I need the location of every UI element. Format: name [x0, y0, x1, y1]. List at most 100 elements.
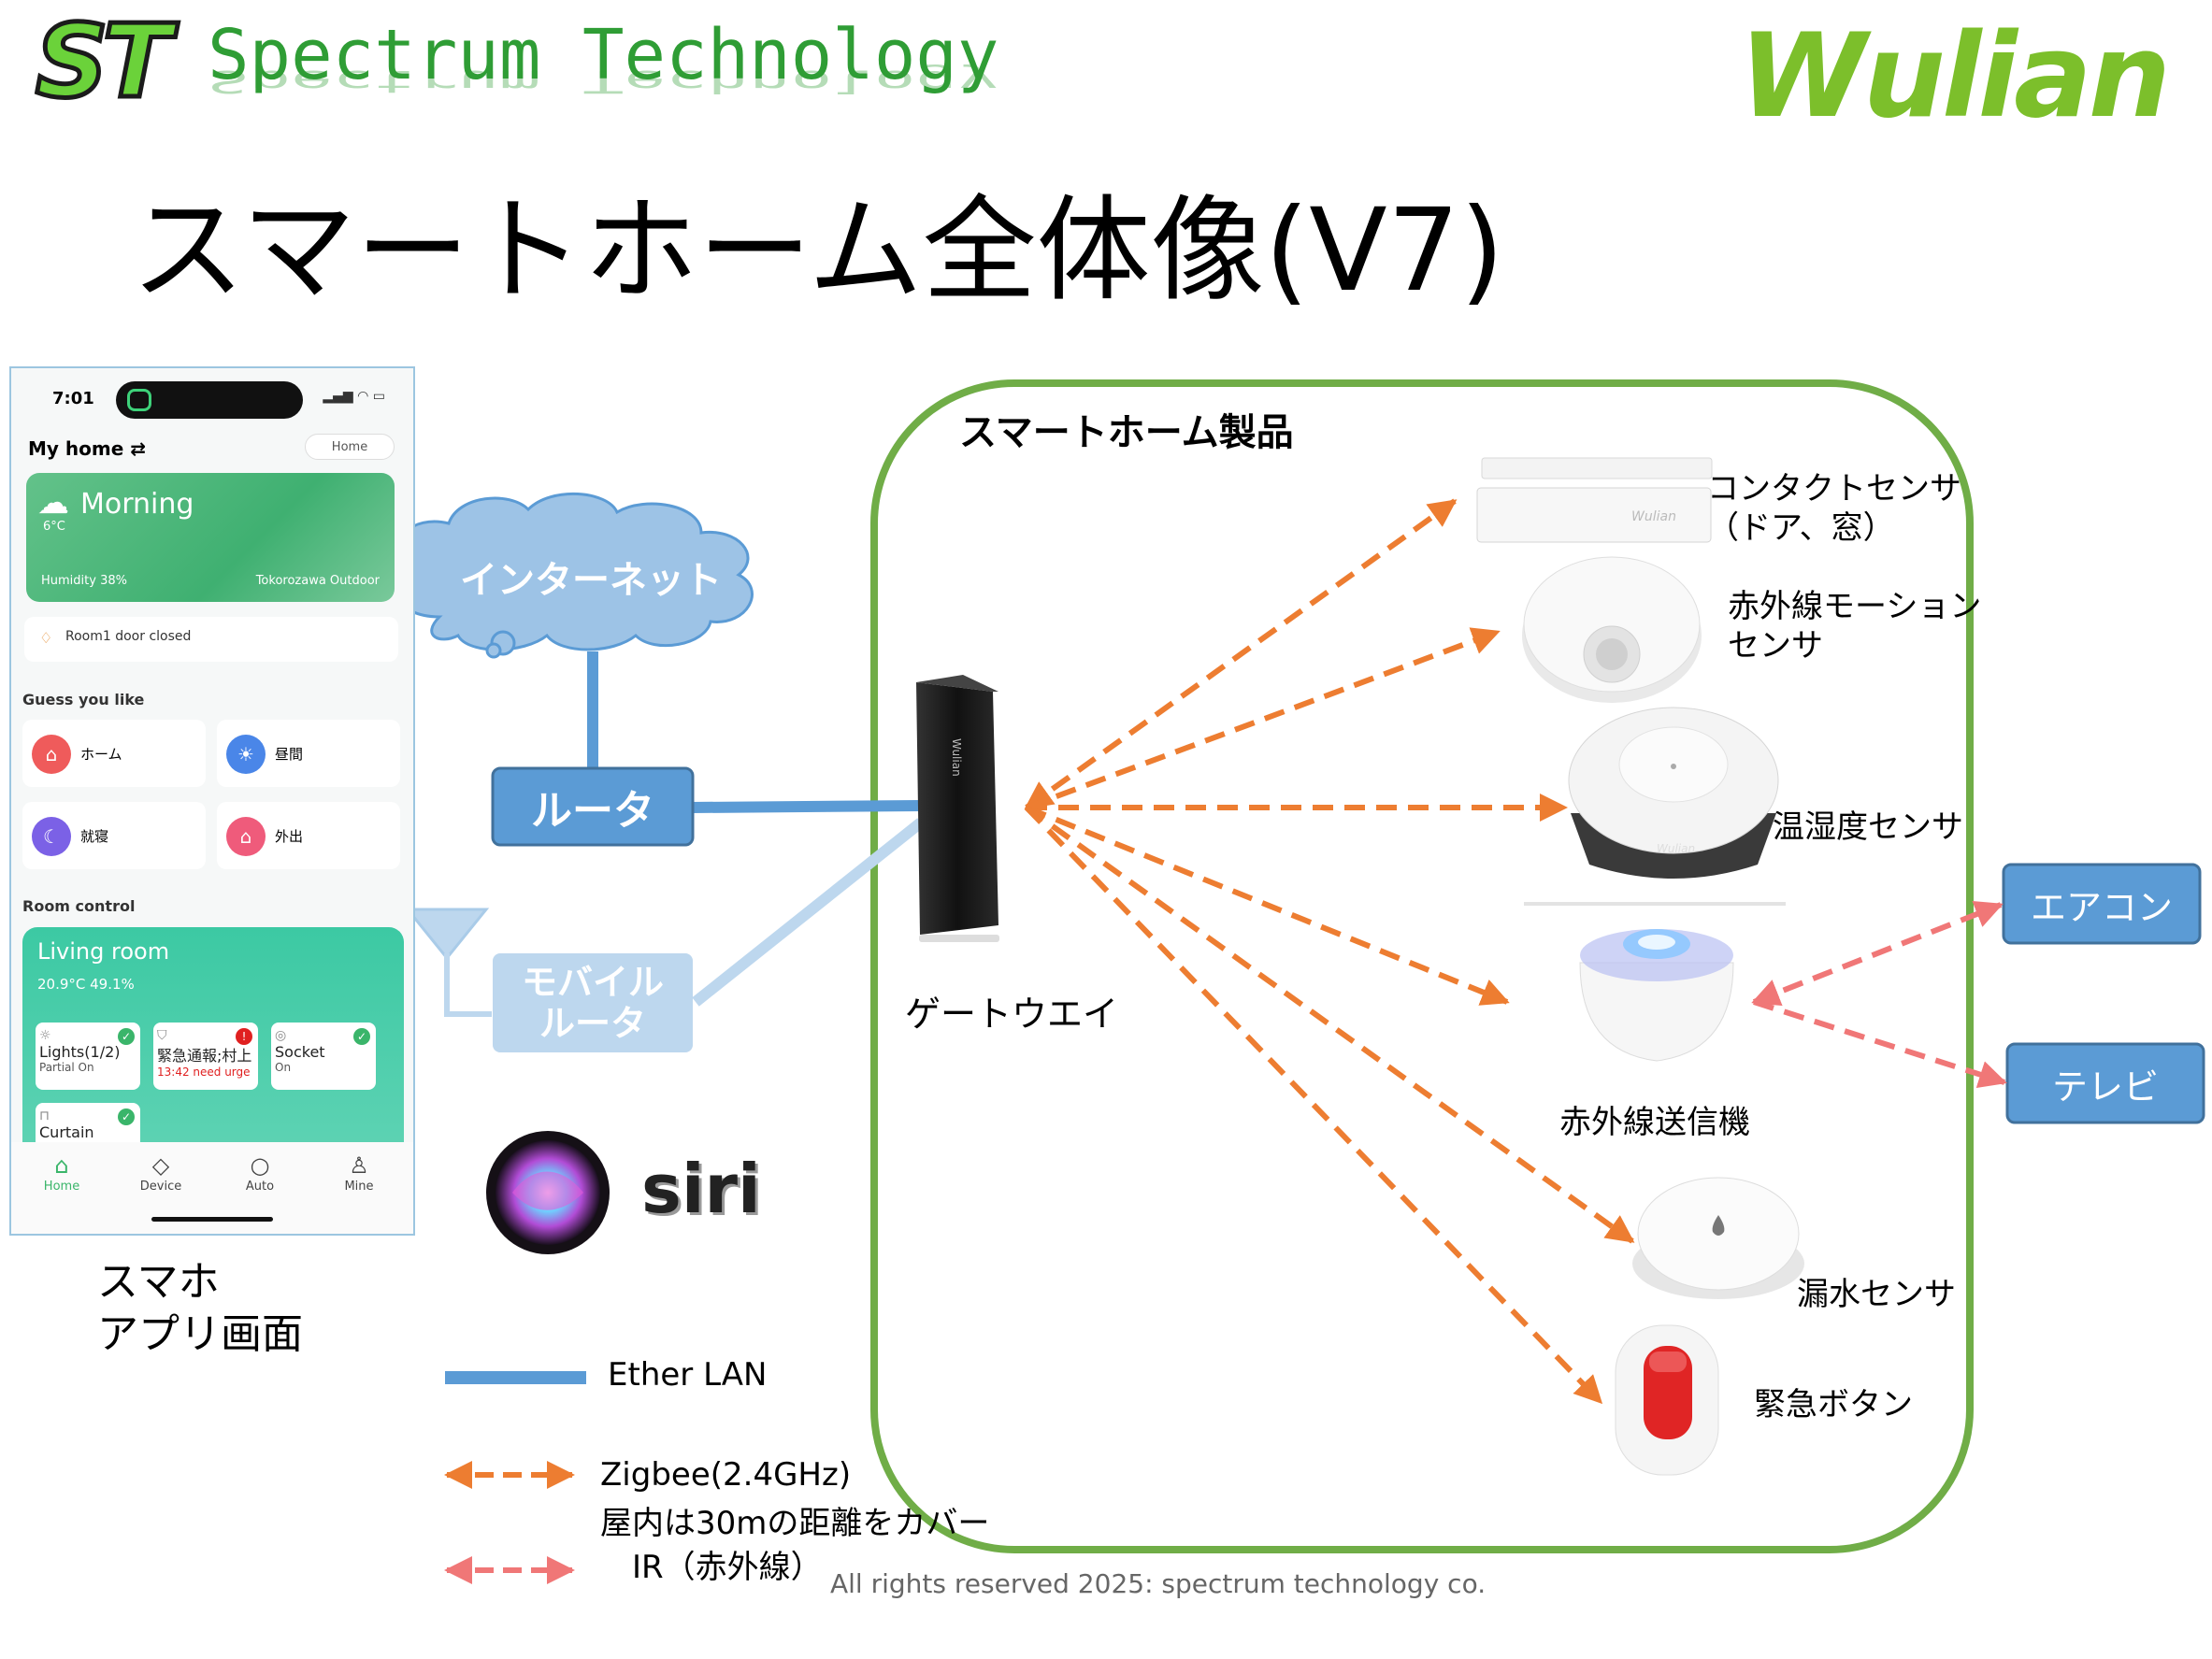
- motion-sensor-label: 赤外線モーション センサ: [1728, 588, 1982, 665]
- bulb-icon: ☼: [39, 1028, 51, 1043]
- tv-box: [2005, 1042, 2205, 1124]
- device-name: Socket: [275, 1043, 325, 1061]
- check-icon: ✓: [118, 1108, 135, 1125]
- scene-daytime[interactable]: ☀ 昼間: [217, 720, 400, 787]
- company-name-reflection: Spectrum Technology: [208, 64, 999, 100]
- aircon-box: [2002, 863, 2202, 945]
- tab-mine[interactable]: ♙ Mine: [322, 1151, 396, 1194]
- ir-links: [1751, 900, 2007, 1089]
- bell-icon: ♢: [39, 629, 53, 647]
- home-indicator: [151, 1217, 273, 1222]
- tab-auto[interactable]: ○ Auto: [223, 1151, 297, 1194]
- tab-label: Device: [139, 1180, 182, 1194]
- socket-icon: ◎: [275, 1028, 287, 1043]
- siri-wordmark: siri: [641, 1150, 761, 1228]
- switch-icon: ⇄: [130, 437, 147, 460]
- gateway-device: [916, 675, 999, 942]
- walk-icon: ☀: [226, 735, 266, 774]
- mobile-link-line: [692, 818, 925, 1007]
- device-status: Partial On: [39, 1061, 94, 1074]
- company-name: Spectrum Technology: [208, 15, 999, 95]
- device-lights[interactable]: ☼ Lights(1/2) Partial On ✓: [36, 1023, 140, 1090]
- home-scene-icon: ⌂: [32, 735, 71, 774]
- status-time: 7:01: [52, 389, 94, 408]
- legend-ir-label: IR（赤外線）: [632, 1549, 823, 1586]
- tab-label: Auto: [245, 1180, 275, 1194]
- scene-label: ホーム: [80, 746, 122, 763]
- device-name: Curtain: [39, 1123, 94, 1141]
- scene-sleep[interactable]: ☾ 就寝: [22, 802, 206, 869]
- tab-device[interactable]: ◇ Device: [123, 1151, 198, 1194]
- contact-sensor-image: Wulian: [1476, 457, 1713, 543]
- room-control-title: Room control: [22, 897, 136, 915]
- alert-icon: !: [236, 1028, 252, 1045]
- app-activity-icon: [127, 389, 151, 411]
- weather-temperature: 6°C: [43, 520, 65, 534]
- scene-label: 外出: [275, 828, 304, 845]
- emergency-button-image: [1615, 1324, 1719, 1476]
- signal-battery-icon: ▂▄▆ ◠ ▭: [323, 389, 385, 404]
- scene-label: 就寝: [80, 828, 109, 845]
- svg-text:Wulian: Wulian: [1631, 509, 1676, 524]
- svg-text:Wulian: Wulian: [1657, 842, 1695, 855]
- tv-label: テレビ: [2051, 1065, 2159, 1108]
- my-home-selector[interactable]: My home ⇄: [28, 437, 146, 460]
- auto-icon: ○: [250, 1152, 270, 1179]
- wulian-logo: Wulian: [1739, 9, 2171, 144]
- emergency-button-label: 緊急ボタン: [1754, 1386, 1913, 1423]
- aircon-label: エアコン: [2030, 886, 2173, 928]
- home-icon: ⌂: [54, 1152, 69, 1179]
- page-title: スマートホーム全体像(V7): [131, 184, 1504, 317]
- legend-ether-label: Ether LAN: [608, 1356, 768, 1394]
- mobile-router-label: モバイル ルータ: [521, 962, 664, 1044]
- zigbee-links: [1024, 498, 1635, 1405]
- legend-zigbee-label: Zigbee(2.4GHz) 屋内は30mの距離をカバー: [600, 1456, 990, 1542]
- guess-title: Guess you like: [22, 691, 145, 708]
- scene-home[interactable]: ⌂ ホーム: [22, 720, 206, 787]
- internet-cloud: [392, 492, 754, 651]
- home-chip[interactable]: Home: [305, 434, 395, 460]
- notification-text: Room1 door closed: [65, 629, 192, 644]
- notification-bar[interactable]: ♢ Room1 door closed: [24, 617, 398, 662]
- mobile-router-box: [493, 953, 693, 1052]
- motion-sensor-image: [1522, 556, 1702, 703]
- ether-line-router-gateway: [691, 800, 922, 813]
- weather-location: Tokorozawa Outdoor: [255, 574, 380, 588]
- cloud-bubble: [485, 642, 502, 659]
- antenna-mast: [444, 953, 492, 1017]
- user-icon: ♙: [349, 1152, 369, 1179]
- phone-status-bar: 7:01 ▂▄▆ ◠ ▭: [11, 368, 413, 424]
- copyright: All rights reserved 2025: spectrum techn…: [830, 1568, 1487, 1599]
- device-socket[interactable]: ◎ Socket On ✓: [271, 1023, 376, 1090]
- weather-title: Morning: [80, 488, 194, 521]
- curtain-icon: ⊓: [39, 1108, 50, 1123]
- device-name: 緊急通報;村上: [157, 1047, 252, 1065]
- device-status: 13:42 need urge: [157, 1065, 251, 1079]
- leak-sensor-label: 漏水センサ: [1797, 1276, 1956, 1313]
- ir-transmitter-label: 赤外線送信機: [1559, 1104, 1750, 1141]
- living-room-card[interactable]: Living room 20.9°C 49.1% ☼ Lights(1/2) P…: [22, 927, 404, 1170]
- leak-sensor-image: [1632, 1177, 1804, 1299]
- gateway-label: ゲートウエイ: [905, 994, 1119, 1035]
- weather-humidity: Humidity 38%: [41, 574, 127, 588]
- device-emergency[interactable]: ⛉ 緊急通報;村上 13:42 need urge !: [153, 1023, 258, 1090]
- router-label: ルータ: [531, 787, 654, 835]
- contact-sensor-label: コンタクトセンサ （ドア、窓）: [1707, 470, 1961, 547]
- siri-logo: [486, 1131, 610, 1254]
- weather-card[interactable]: ☁ 6°C Morning Humidity 38% Tokorozawa Ou…: [26, 473, 395, 602]
- tab-label: Mine: [344, 1180, 374, 1194]
- device-icon: ◇: [151, 1152, 170, 1179]
- shield-icon: ⛉: [157, 1028, 167, 1043]
- device-status: On: [275, 1061, 292, 1074]
- phone-caption: スマホ アプリ画面: [97, 1258, 303, 1358]
- check-icon: ✓: [118, 1028, 135, 1045]
- device-name: Lights(1/2): [39, 1043, 121, 1061]
- away-icon: ⌂: [226, 817, 266, 856]
- router-box: [491, 766, 695, 847]
- scene-away[interactable]: ⌂ 外出: [217, 802, 400, 869]
- antenna-icon: [404, 908, 490, 961]
- room-name: Living room: [37, 938, 170, 965]
- ir-transmitter-image: [1579, 929, 1734, 1062]
- temp-humidity-sensor-label: 温湿度センサ: [1773, 808, 1963, 846]
- tab-home[interactable]: ⌂ Home: [24, 1151, 99, 1194]
